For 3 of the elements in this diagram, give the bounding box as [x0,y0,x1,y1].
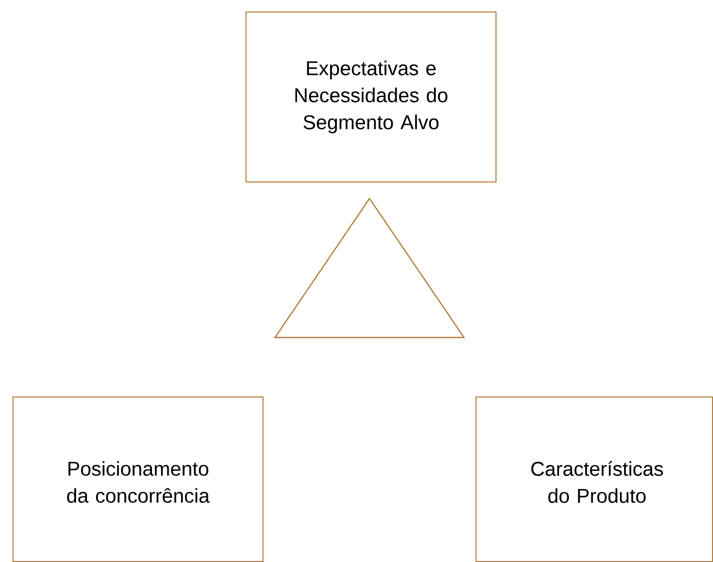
text-box: Características do Produto [476,396,713,562]
text-box: Expectativas e Necessidades do Segmento Alvo [246,12,496,182]
text-box: Posicionamento da concorrência [12,396,264,562]
